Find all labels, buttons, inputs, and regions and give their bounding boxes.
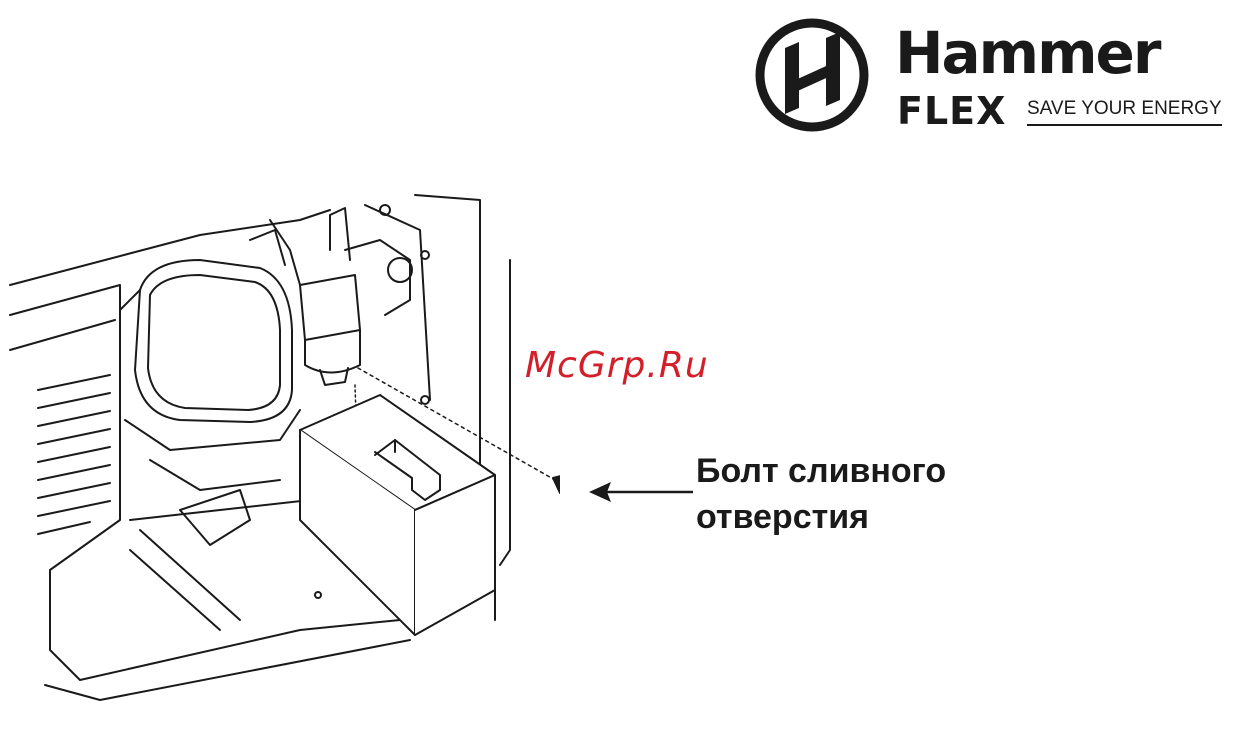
drain-bolt-label-line-2: отверстия: [696, 494, 946, 540]
arrow-left-icon: [545, 470, 695, 515]
drain-bolt-label: Болт сливного отверстия: [696, 448, 946, 540]
hammer-emblem-icon: [755, 18, 870, 133]
generator-drain-bolt-illustration: [0, 190, 560, 710]
logo-sub-text: FLEX: [897, 90, 1006, 132]
drain-bolt-label-line-1: Болт сливного: [696, 448, 946, 494]
logo-brand-text: Hammer: [895, 20, 1160, 86]
hammer-flex-logo: Hammer FLEX SAVE YOUR ENERGY: [755, 18, 1225, 133]
logo-slogan: SAVE YOUR ENERGY: [1027, 98, 1222, 126]
watermark: McGrp.Ru: [525, 345, 709, 386]
